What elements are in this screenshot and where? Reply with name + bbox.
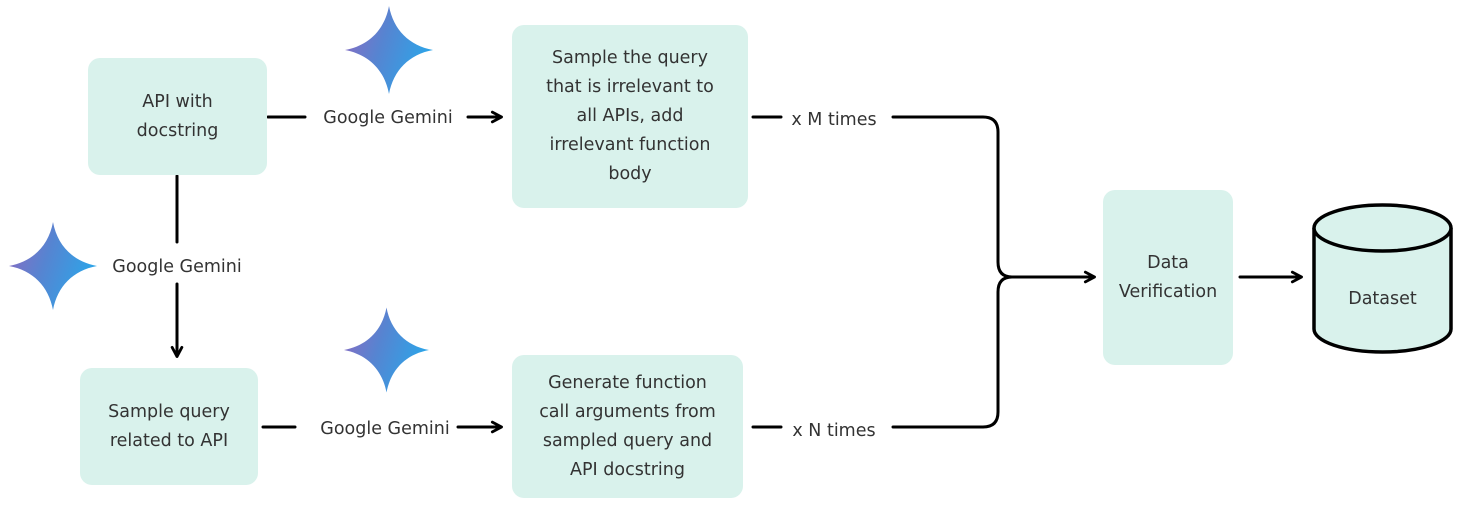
node-generate-function-call: Generate function call arguments from sa… [512,355,743,498]
node-dataset-label: Dataset [1348,289,1417,309]
edge-irrelevant-to-merge [891,115,1014,279]
node-sample-related-query: Sample query related to API [80,368,258,485]
edge-label-google-gemini-bottom: Google Gemini [320,419,450,439]
node-label: Generate function call arguments from sa… [539,372,716,480]
node-label: API with docstring [136,91,219,141]
node-label: Sample the query that is irrelevant to a… [546,48,714,184]
edge-label-x-m-times: x M times [791,110,877,130]
database-cylinder-icon [1312,203,1453,354]
edge-label-x-n-times: x N times [792,421,876,441]
gemini-star-icon [344,307,429,393]
edge-label-google-gemini-top: Google Gemini [323,108,453,128]
gemini-star-icon [9,222,97,310]
edge-label-google-gemini-left: Google Gemini [112,257,242,277]
node-sample-irrelevant-query: Sample the query that is irrelevant to a… [512,25,748,208]
node-api-with-docstring: API with docstring [88,58,267,175]
gemini-star-icon [345,6,433,94]
node-data-verification: Data Verification [1103,190,1233,365]
edge-generate-to-merge [891,275,1014,429]
node-label: Sample query related to API [108,401,230,451]
node-label: Data Verification [1118,252,1218,302]
